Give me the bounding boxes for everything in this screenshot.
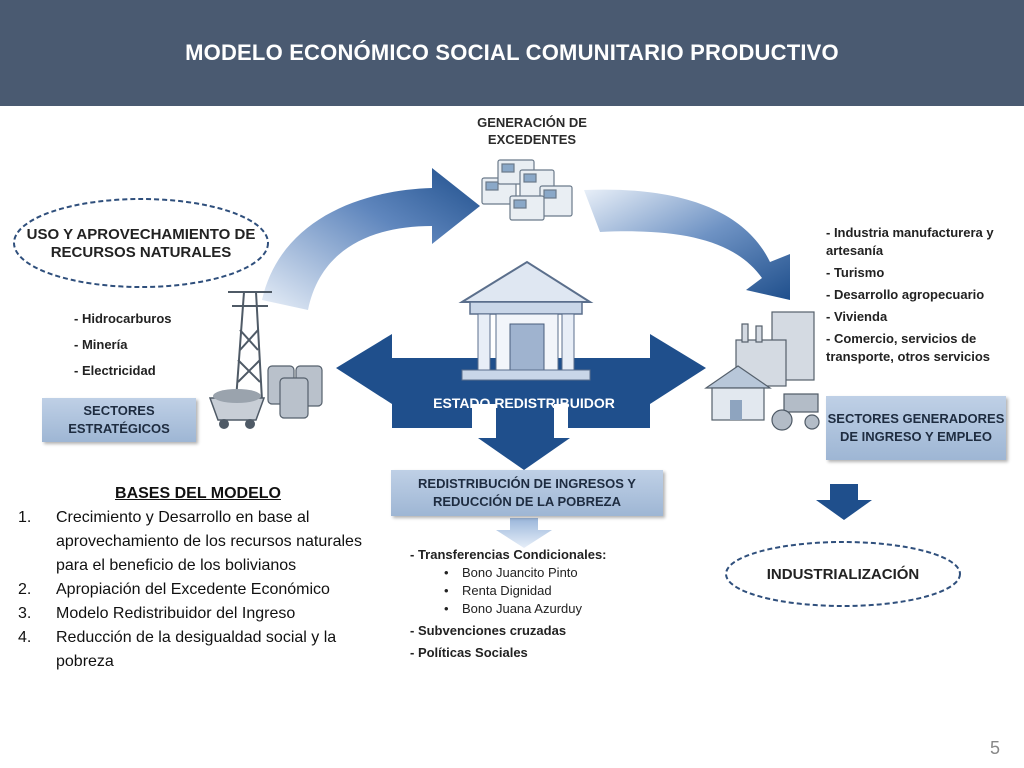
generacion-label: GENERACIÓN DE EXCEDENTES [477,115,587,147]
bases-section: BASES DEL MODELO 1.Crecimiento y Desarro… [18,482,378,674]
right-sector-list: - Industria manufacturera y artesanía - … [826,224,1016,370]
politicas-label: - Políticas Sociales [410,645,528,660]
list-item: - Vivienda [826,309,888,324]
left-sector-list: - Hidrocarburos - Minería - Electricidad [74,306,172,384]
sectores-estrategicos-box: SECTORES ESTRATÉGICOS [42,398,196,442]
list-item: - Electricidad [74,363,156,378]
list-item: - Minería [74,337,128,352]
list-item: - Industria manufacturera y artesanía [826,225,994,258]
list-item: - Desarrollo agropecuario [826,287,985,302]
list-item: - Comercio, servicios de transporte, otr… [826,331,990,364]
money-stacks-icon [481,159,573,221]
tractor-icon [771,393,820,431]
page-title: MODELO ECONÓMICO SOCIAL COMUNITARIO PROD… [185,40,839,65]
list-item: Bono Juancito Pinto [410,564,607,582]
industrializacion-ellipse [725,541,961,607]
list-item: - Hidrocarburos [74,311,172,326]
redistribucion-list: - Transferencias Condicionales: Bono Jua… [410,546,607,662]
uso-ellipse [13,198,269,288]
list-item: 1.Crecimiento y Desarrollo en base al ap… [18,509,362,574]
down-arrow-center [478,404,570,470]
list-item: 4.Reducción de la desigualdad social y l… [18,629,337,670]
arc-arrow-left [262,168,480,310]
bases-title: BASES DEL MODELO [115,485,281,502]
subvenciones-label: - Subvenciones cruzadas [410,623,567,638]
header-bar: MODELO ECONÓMICO SOCIAL COMUNITARIO PROD… [0,0,1024,106]
list-item: 3.Modelo Redistribuidor del Ingreso [18,605,296,622]
house-icon [704,365,772,421]
down-arrow-faint [496,518,552,548]
bases-list: 1.Crecimiento y Desarrollo en base al ap… [18,506,378,674]
uso-label: USO Y APROVECHAMIENTO DE RECURSOS NATURA… [26,226,256,261]
down-arrow-industrializacion [816,484,872,520]
power-tower-icon [228,291,272,401]
transferencias-label: - Transferencias Condicionales: [410,547,607,562]
building-icon [458,260,594,381]
list-item: - Turismo [826,265,885,280]
list-item: Renta Dignidad [410,582,607,600]
barrels-icon [267,365,323,419]
arc-arrow-right [584,189,790,300]
list-item: Bono Juana Azurduy [410,600,607,618]
page-number: 5 [990,738,1001,758]
sectores-generadores-box: SECTORES GENERADORES DE INGRESO Y EMPLEO [826,396,1006,460]
estado-double-arrow [336,334,706,428]
industrializacion-label: INDUSTRIALIZACIÓN [766,565,920,583]
redistribucion-box: REDISTRIBUCIÓN DE INGRESOS Y REDUCCIÓN D… [391,470,663,516]
mine-cart-icon [208,389,266,429]
list-item: 2.Apropiación del Excedente Económico [18,581,330,598]
factory-icon [735,311,815,387]
estado-label: ESTADO REDISTRIBUIDOR [433,395,615,411]
